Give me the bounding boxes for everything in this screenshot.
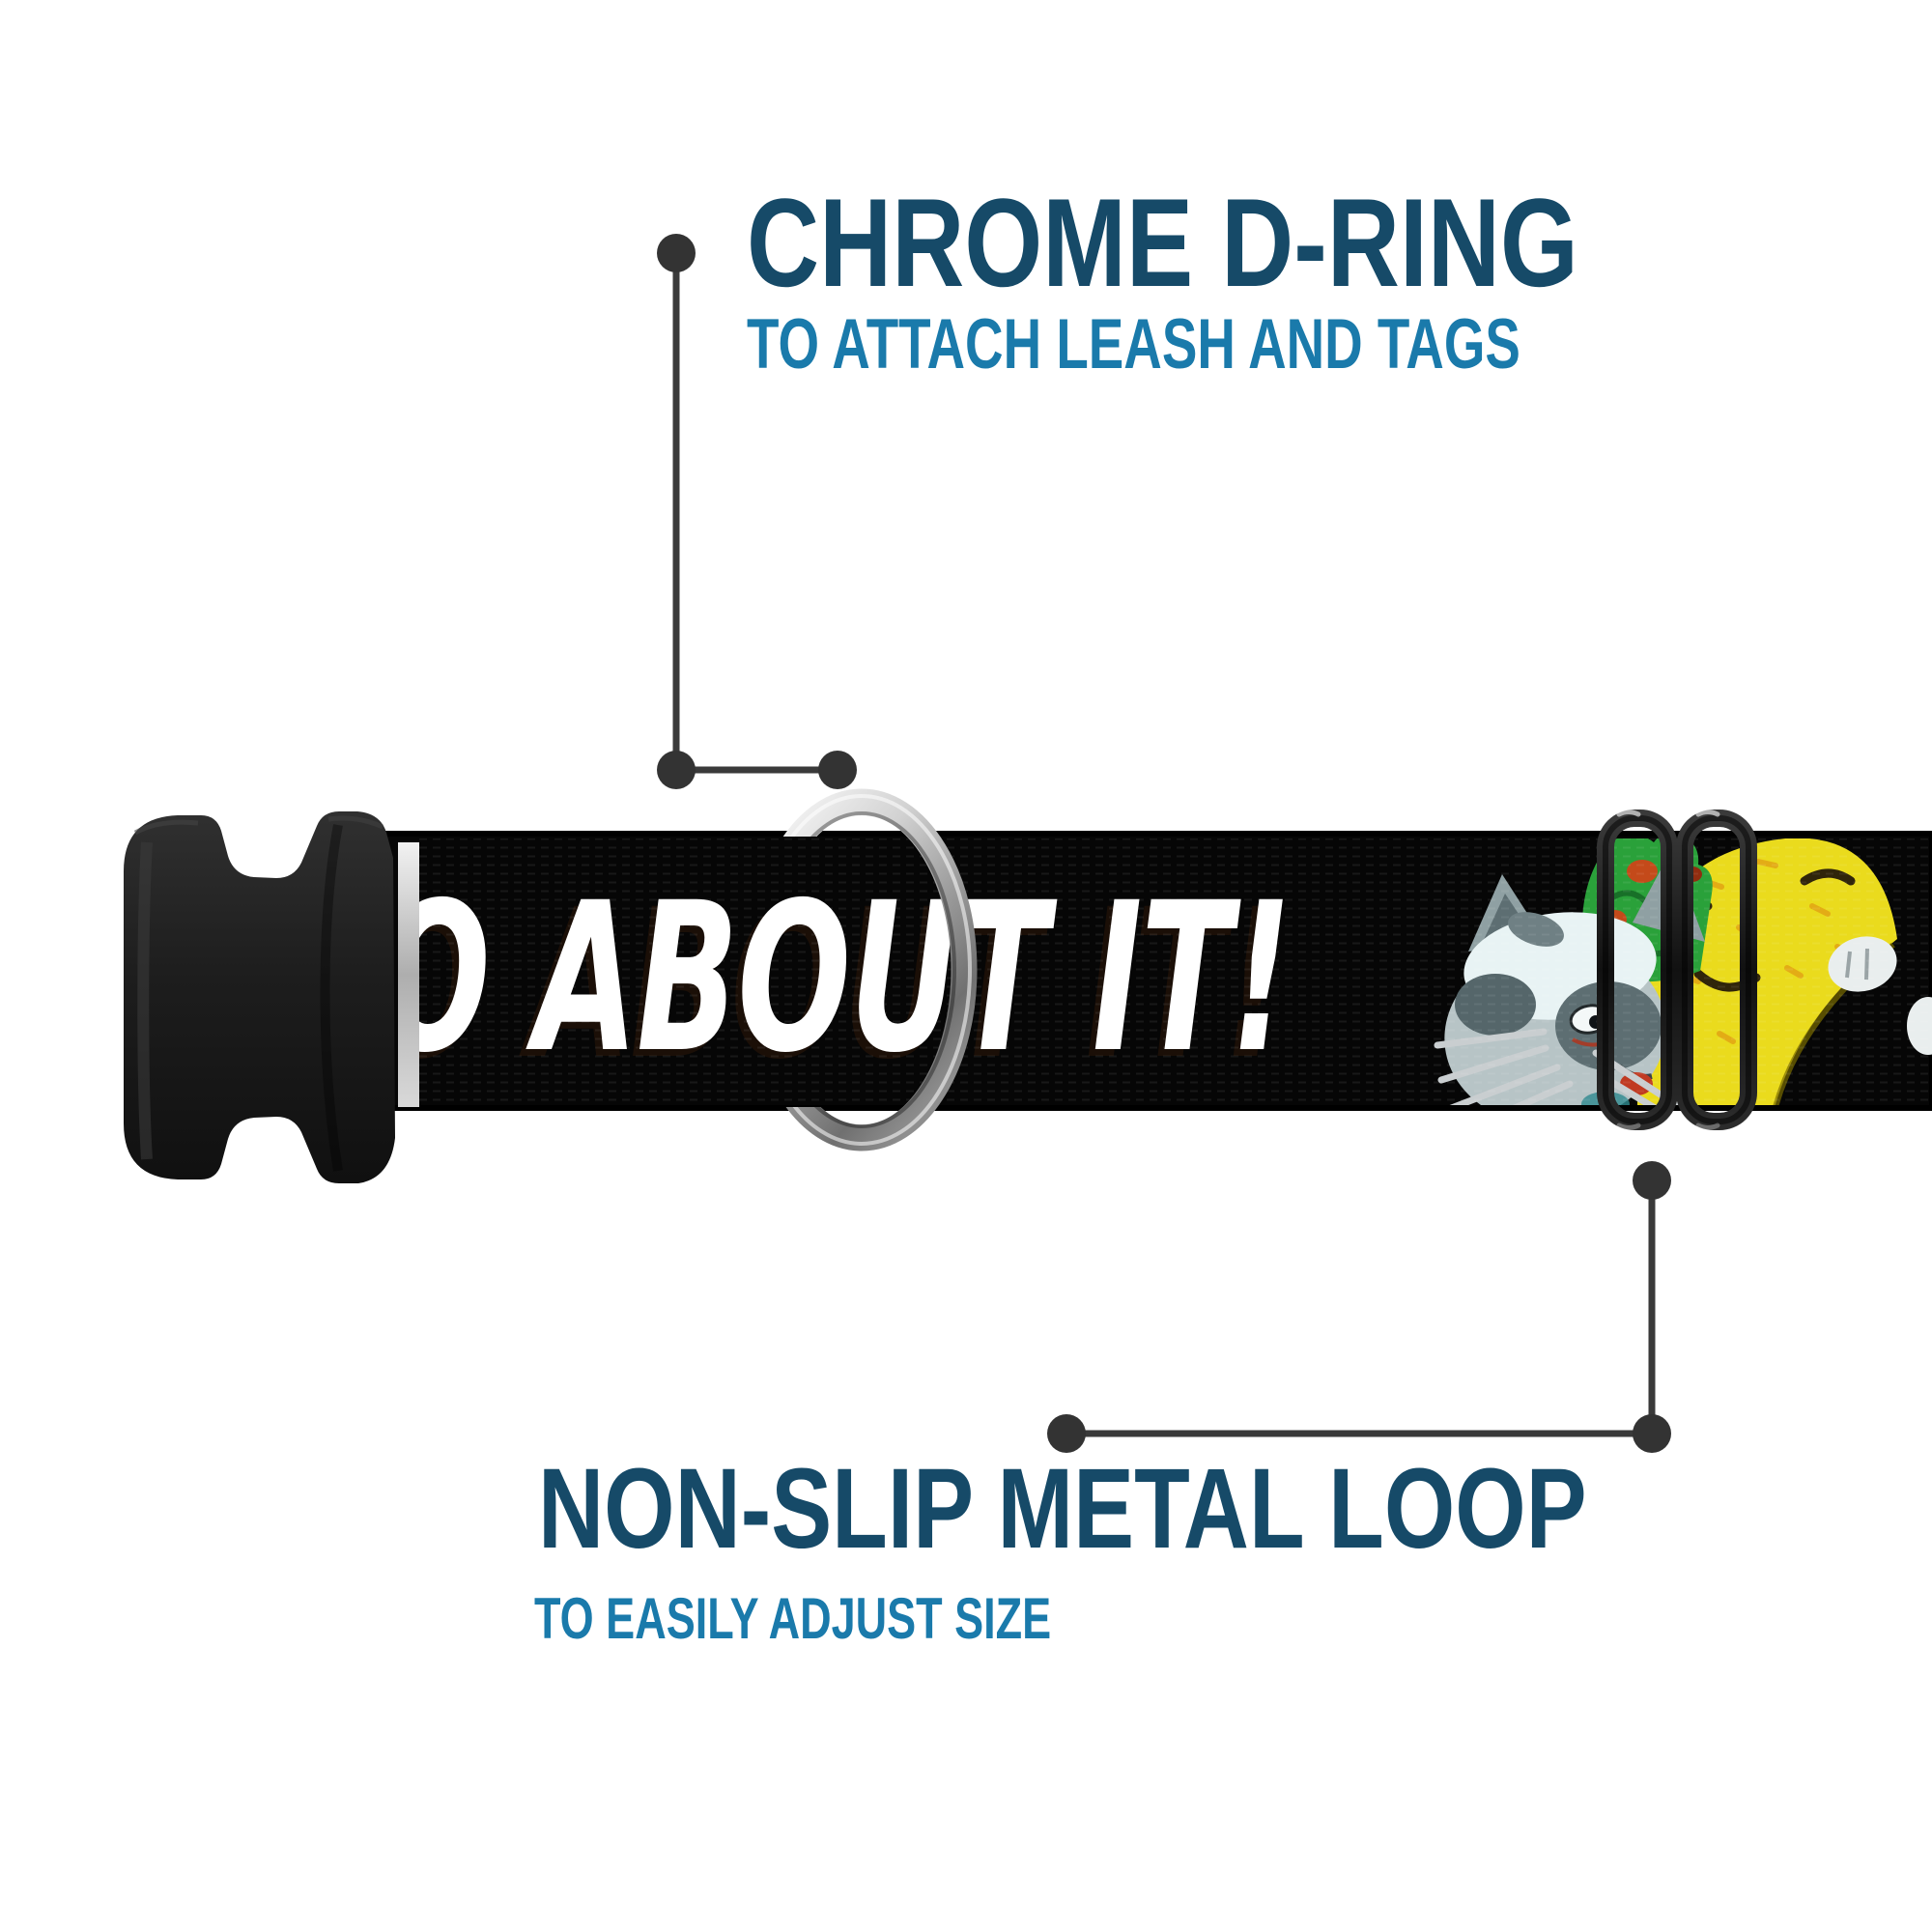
bottom-callout-title-text: NON-SLIP METAL LOOP: [538, 1445, 1587, 1573]
top-callout-title-text: CHROME D-RING: [747, 172, 1578, 313]
bottom-callout-subtitle: TO EASILY ADJUST SIZE: [534, 1590, 1224, 1648]
bottom-callout-dot-corner: [1633, 1414, 1671, 1453]
callout-lines: [672, 253, 1656, 1437]
top-callout-subtitle-text: TO ATTACH LEASH AND TAGS: [747, 305, 1520, 384]
bottom-callout-title: NON-SLIP METAL LOOP: [538, 1452, 1849, 1566]
strap-stitch-texture: [417, 838, 1932, 1105]
bottom-callout-dot-title: [1047, 1414, 1086, 1453]
callout-dots: [657, 234, 1671, 1453]
bottom-callout-subtitle-text: TO EASILY ADJUST SIZE: [534, 1586, 1052, 1651]
top-callout-title: CHROME D-RING: [747, 180, 1786, 305]
buckle-slot-metal: [398, 842, 419, 1107]
top-callout-dot-corner: [657, 751, 696, 789]
metal-loop-slider: [1597, 810, 1757, 1130]
strap-artwork: O ABOUT IT! O ABOUT IT!: [417, 838, 1932, 1105]
top-callout-subtitle: TO ATTACH LEASH AND TAGS: [747, 309, 1778, 380]
bottom-callout-dot-target: [1633, 1161, 1671, 1200]
side-release-buckle: [124, 811, 419, 1183]
top-callout-dot-target: [818, 751, 857, 789]
top-callout-dot-title: [657, 234, 696, 272]
buckle-body: [124, 811, 395, 1183]
collar-strap: O ABOUT IT! O ABOUT IT!: [382, 831, 1932, 1111]
